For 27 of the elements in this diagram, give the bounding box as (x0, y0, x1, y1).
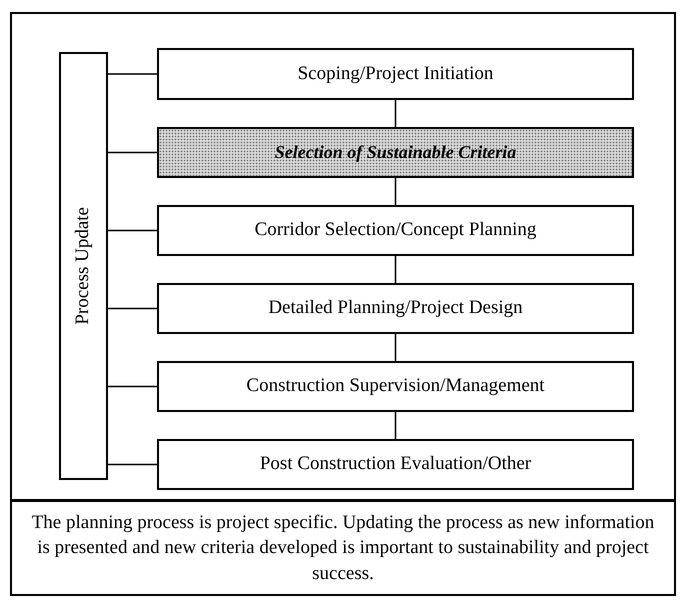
step-box (157, 48, 634, 100)
connector-line (394, 334, 396, 361)
caption-box (10, 500, 676, 596)
side-label: Process Update (71, 207, 94, 325)
highlighted-step-box (157, 127, 634, 178)
connector-line (108, 386, 157, 388)
connector-line (108, 308, 157, 310)
step-box (157, 439, 634, 490)
caption-text: The planning process is project specific. Updating the process as new information is presented and new criteria developed is important to sustainability and project success. (30, 510, 656, 586)
step-label: Corridor Selection/Concept Planning (254, 218, 536, 242)
step-label: Selection of Sustainable Criteria (274, 141, 516, 164)
connector-line (108, 152, 157, 154)
step-label: Post Construction Evaluation/Other (260, 452, 532, 476)
connector-line (108, 464, 157, 466)
connector-line (394, 100, 396, 127)
step-box (157, 205, 634, 256)
connector-line (394, 256, 396, 283)
side-bar-box (59, 52, 108, 480)
connector-line (394, 412, 396, 439)
step-box (157, 361, 634, 412)
step-box (157, 283, 634, 334)
step-label: Construction Supervision/Management (246, 374, 545, 398)
step-label: Detailed Planning/Project Design (268, 296, 523, 320)
connector-line (394, 178, 396, 205)
connector-line (108, 230, 157, 232)
step-label: Scoping/Project Initiation (298, 62, 494, 86)
connector-line (108, 73, 157, 75)
